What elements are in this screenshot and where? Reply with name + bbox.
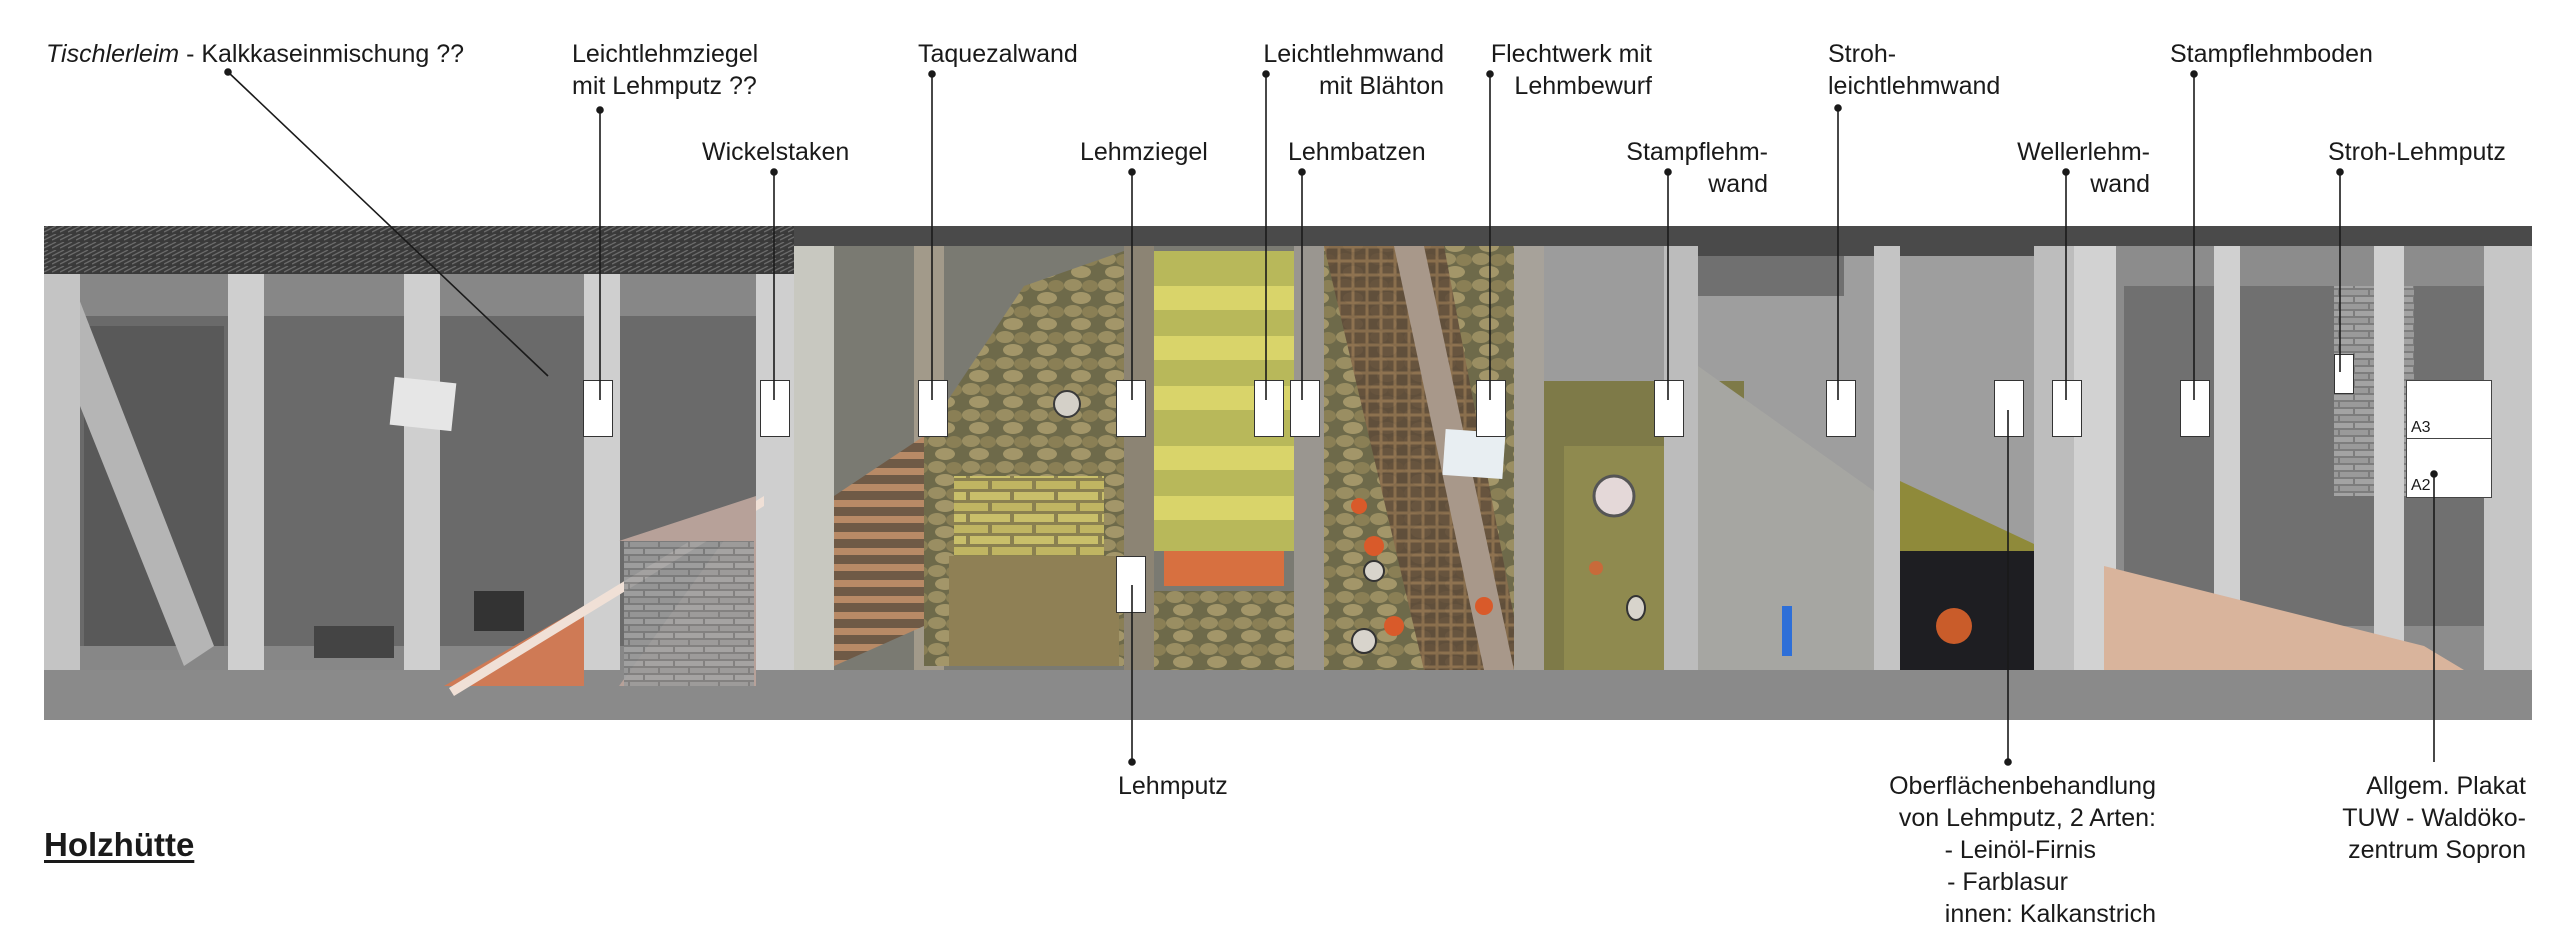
- label-tischlerleim-rest: - Kalkkaseinmischung ??: [179, 40, 465, 68]
- label-wickelstaken: Wickelstaken: [702, 136, 849, 168]
- label-leichtlehmwand-line2: mit Blähton: [1318, 72, 1444, 100]
- label-plakat-line1: Allgem. Plakat: [2366, 772, 2526, 800]
- label-wellerlehmwand-line1: Wellerlehm-: [2017, 138, 2150, 166]
- label-leichtlehmziegel: Leichtlehmziegel mit Lehmputz ??: [572, 38, 758, 102]
- label-oberflaeche: Oberflächenbehandlung von Lehmputz, 2 Ar…: [1889, 770, 2156, 930]
- label-strohleichtlehmwand-line2: leichtlehmwand: [1828, 72, 2001, 100]
- page-title: Holzhütte: [44, 826, 195, 863]
- label-lehmbatzen: Lehmbatzen: [1288, 136, 1426, 168]
- marker-lehmputz: [1116, 556, 1146, 613]
- marker-stampflehmboden: [2180, 380, 2210, 437]
- label-stampflehmwand-line1: Stampflehm-: [1626, 138, 1768, 166]
- label-leichtlehmwand-line1: Leichtlehmwand: [1263, 40, 1444, 68]
- label-strohleichtlehmwand: Stroh- leichtlehmwand: [1828, 38, 2000, 102]
- label-lehmputz-line1: Lehmputz: [1118, 772, 1228, 800]
- label-lehmziegel-line1: Lehmziegel: [1080, 138, 1208, 166]
- marker-lehmziegel: [1116, 380, 1146, 437]
- hut-panorama-illustration: [44, 226, 2532, 720]
- label-wickelstaken-line1: Wickelstaken: [702, 138, 850, 166]
- label-lehmziegel: Lehmziegel: [1080, 136, 1208, 168]
- label-flechtwerk-line2: Lehmbewurf: [1514, 72, 1652, 100]
- label-stampflehmwand-line2: wand: [1708, 170, 1768, 198]
- label-flechtwerk: Flechtwerk mit Lehmbewurf: [1491, 38, 1652, 102]
- label-lehmbatzen-line1: Lehmbatzen: [1288, 138, 1426, 166]
- label-lehmputz: Lehmputz: [1118, 770, 1228, 802]
- marker-taquezalwand: [918, 380, 948, 437]
- label-stampflehmboden-line1: Stampflehmboden: [2170, 40, 2373, 68]
- label-taquezalwand: Taquezalwand: [918, 38, 1078, 70]
- label-oberflaeche-line4: - Farblasur: [1947, 868, 2068, 896]
- label-stampflehmboden: Stampflehmboden: [2170, 38, 2373, 70]
- plaque-a3-label: A3: [2411, 419, 2431, 436]
- marker-stampflehmwand: [1654, 380, 1684, 437]
- label-leichtlehmziegel-line1: Leichtlehmziegel: [572, 40, 759, 68]
- label-taquezalwand-line1: Taquezalwand: [918, 40, 1078, 68]
- label-oberflaeche-line3: - Leinöl-Firnis: [1944, 836, 2096, 864]
- marker-strohleichtlehmwand: [1826, 380, 1856, 437]
- marker-oberflaeche: [1994, 380, 2024, 437]
- label-wellerlehmwand: Wellerlehm- wand: [2017, 136, 2150, 200]
- label-leichtlehmwand: Leichtlehmwand mit Blähton: [1263, 38, 1444, 102]
- marker-leichtlehmziegel: [583, 380, 613, 437]
- label-tischlerleim-italic: Tischlerleim: [46, 40, 180, 68]
- label-strohlehmputz: Stroh-Lehmputz: [2328, 136, 2506, 168]
- marker-flechtwerk: [1476, 380, 1506, 437]
- label-oberflaeche-line2: von Lehmputz, 2 Arten:: [1898, 804, 2156, 832]
- label-strohleichtlehmwand-line1: Stroh-: [1828, 40, 1897, 68]
- label-wellerlehmwand-line2: wand: [2090, 170, 2150, 198]
- label-strohlehmputz-line1: Stroh-Lehmputz: [2328, 138, 2506, 166]
- label-flechtwerk-line1: Flechtwerk mit: [1490, 40, 1652, 68]
- marker-wickelstaken: [760, 380, 790, 437]
- label-plakat-line2: TUW - Waldöko-: [2342, 804, 2526, 832]
- label-plakat: Allgem. Plakat TUW - Waldöko- zentrum So…: [2342, 770, 2526, 866]
- marker-lehmbatzen: [1290, 380, 1320, 437]
- label-plakat-line3: zentrum Sopron: [2348, 836, 2526, 864]
- label-stampflehmwand: Stampflehm- wand: [1626, 136, 1768, 200]
- label-oberflaeche-line1: Oberflächenbehandlung: [1889, 772, 2156, 800]
- marker-strohlehmputz: [2334, 354, 2354, 394]
- marker-leichtlehmwand: [1254, 380, 1284, 437]
- label-leichtlehmziegel-line2: mit Lehmputz ??: [572, 72, 757, 100]
- plaque-a2-a3: A3 A2: [2406, 380, 2492, 498]
- hut-panorama-photo: A3 A2: [44, 226, 2532, 720]
- marker-wellerlehmwand: [2052, 380, 2082, 437]
- plaque-a2-label: A2: [2411, 477, 2431, 494]
- label-oberflaeche-line5: innen: Kalkanstrich: [1944, 900, 2156, 928]
- label-tischlerleim: Tischlerleim - Kalkkaseinmischung ??: [46, 38, 464, 70]
